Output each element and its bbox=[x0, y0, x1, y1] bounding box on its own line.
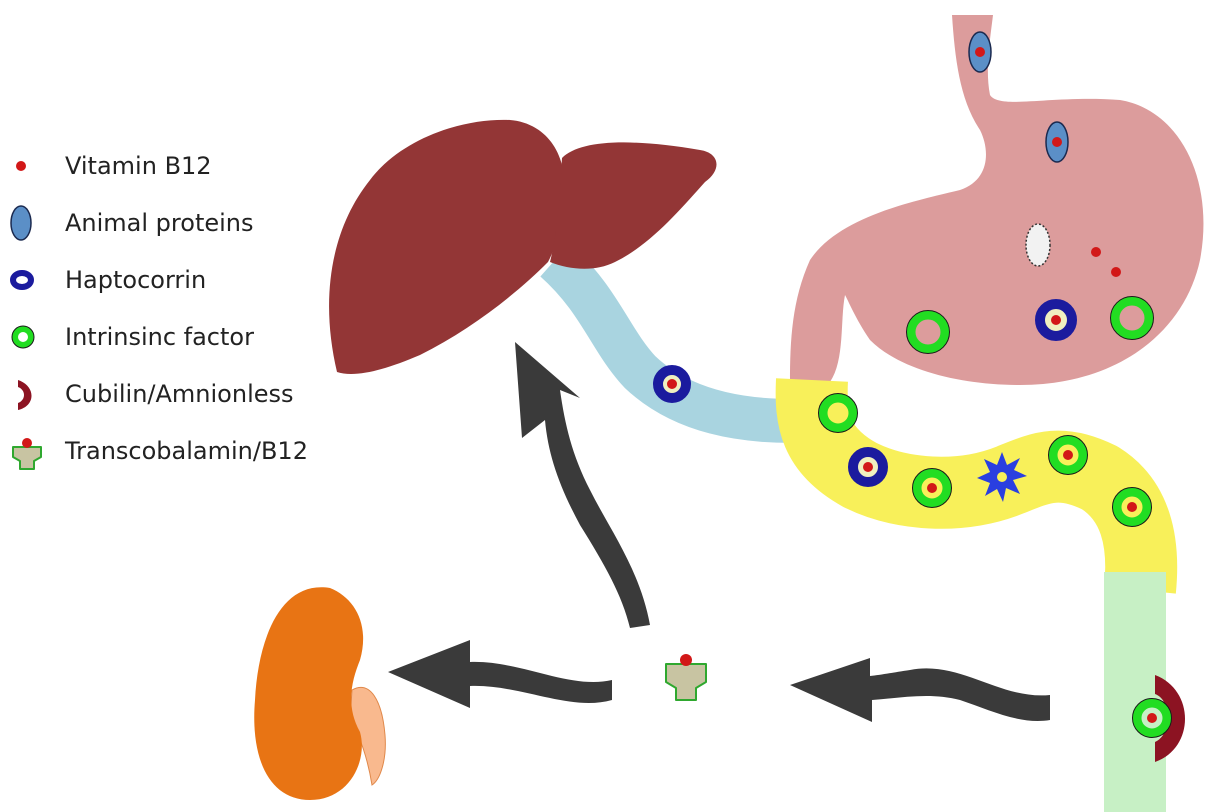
haptocorrin-b12-complex bbox=[658, 370, 686, 398]
haptocorrin-b12-complex bbox=[853, 452, 883, 482]
legend: Vitamin B12 Animal proteins Haptocorrin … bbox=[10, 148, 350, 490]
cubilin-receptor-icon bbox=[10, 376, 50, 416]
intrinsic-factor-empty bbox=[1111, 297, 1154, 340]
haptocorrin-ring-icon bbox=[10, 262, 50, 302]
intrinsic-factor-b12-complex bbox=[1133, 699, 1172, 738]
legend-label: Intrinsinc factor bbox=[65, 323, 254, 351]
intrinsic-factor-b12-complex bbox=[913, 469, 952, 508]
legend-item-vitamin-b12: Vitamin B12 bbox=[10, 148, 350, 205]
animal-protein-b12-complex bbox=[969, 32, 991, 72]
intrinsic-factor-empty bbox=[907, 311, 950, 354]
haptocorrin-b12-complex bbox=[1040, 304, 1072, 336]
animal-protein-b12-complex bbox=[1046, 122, 1068, 162]
legend-item-animal-proteins: Animal proteins bbox=[10, 205, 350, 262]
intrinsic-factor-b12-complex bbox=[1113, 488, 1152, 527]
digested-protein bbox=[1026, 224, 1050, 266]
legend-item-haptocorrin: Haptocorrin bbox=[10, 262, 350, 319]
legend-item-intrinsic-factor: Intrinsinc factor bbox=[10, 319, 350, 376]
kidney bbox=[254, 587, 363, 800]
intrinsic-factor-empty bbox=[819, 394, 858, 433]
legend-item-transcobalamin: Transcobalamin/B12 bbox=[10, 433, 350, 490]
legend-label: Animal proteins bbox=[65, 209, 254, 237]
arrow-from-ileum bbox=[790, 658, 1050, 722]
transcobalamin-b12-icon bbox=[10, 433, 50, 473]
animal-protein-ellipse-icon bbox=[10, 205, 50, 245]
legend-label: Transcobalamin/B12 bbox=[65, 437, 308, 465]
intrinsic-factor-b12-complex bbox=[1049, 436, 1088, 475]
free-vitamin-b12 bbox=[1111, 267, 1121, 277]
legend-label: Haptocorrin bbox=[65, 266, 206, 294]
free-vitamin-b12 bbox=[1091, 247, 1101, 257]
transcobalamin-b12-complex bbox=[666, 654, 706, 700]
legend-label: Vitamin B12 bbox=[65, 152, 212, 180]
intrinsic-factor-ring-icon bbox=[10, 319, 50, 359]
legend-item-cubilin: Cubilin/Amnionless bbox=[10, 376, 350, 433]
liver bbox=[329, 120, 716, 374]
arrow-to-kidney bbox=[388, 640, 612, 708]
vitamin-b12-dot-icon bbox=[10, 148, 50, 188]
legend-label: Cubilin/Amnionless bbox=[65, 380, 294, 408]
